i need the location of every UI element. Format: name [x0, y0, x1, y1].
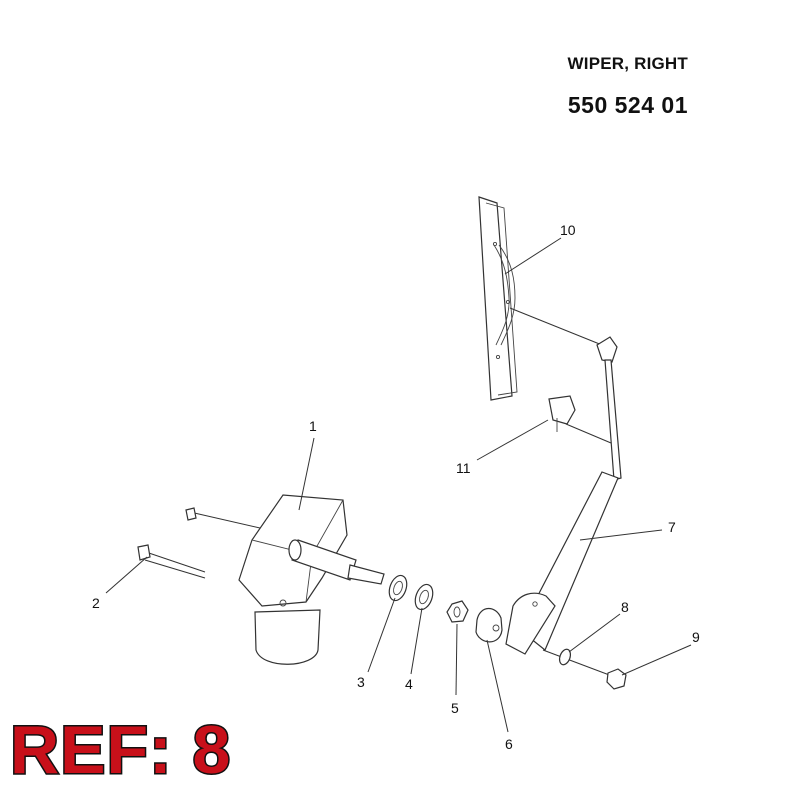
- callout-7: 7: [668, 519, 676, 535]
- callout-8: 8: [621, 599, 629, 615]
- wiper-motor: [137, 494, 385, 665]
- callout-3: 3: [357, 674, 365, 690]
- callout-10: 10: [560, 222, 576, 238]
- callout-numbers: 1 2 3 4 5 6 7 8 9 10 11: [92, 222, 700, 752]
- wiper-arm: [505, 336, 622, 677]
- callout-6: 6: [505, 736, 513, 752]
- hardware-stack: [388, 574, 627, 690]
- callout-5: 5: [451, 700, 459, 716]
- wiper-blade: [478, 196, 603, 401]
- callout-2: 2: [92, 595, 100, 611]
- part-number: 550 524 01: [567, 92, 688, 118]
- callout-11: 11: [456, 460, 471, 476]
- callout-1: 1: [309, 418, 317, 434]
- diagram-title: WIPER, RIGHT: [567, 54, 688, 73]
- callout-4: 4: [405, 676, 413, 692]
- callout-9: 9: [692, 629, 700, 645]
- callout-leaders: [105, 237, 692, 733]
- clip-part: [548, 395, 612, 444]
- ref-label: REF: 8: [8, 712, 232, 788]
